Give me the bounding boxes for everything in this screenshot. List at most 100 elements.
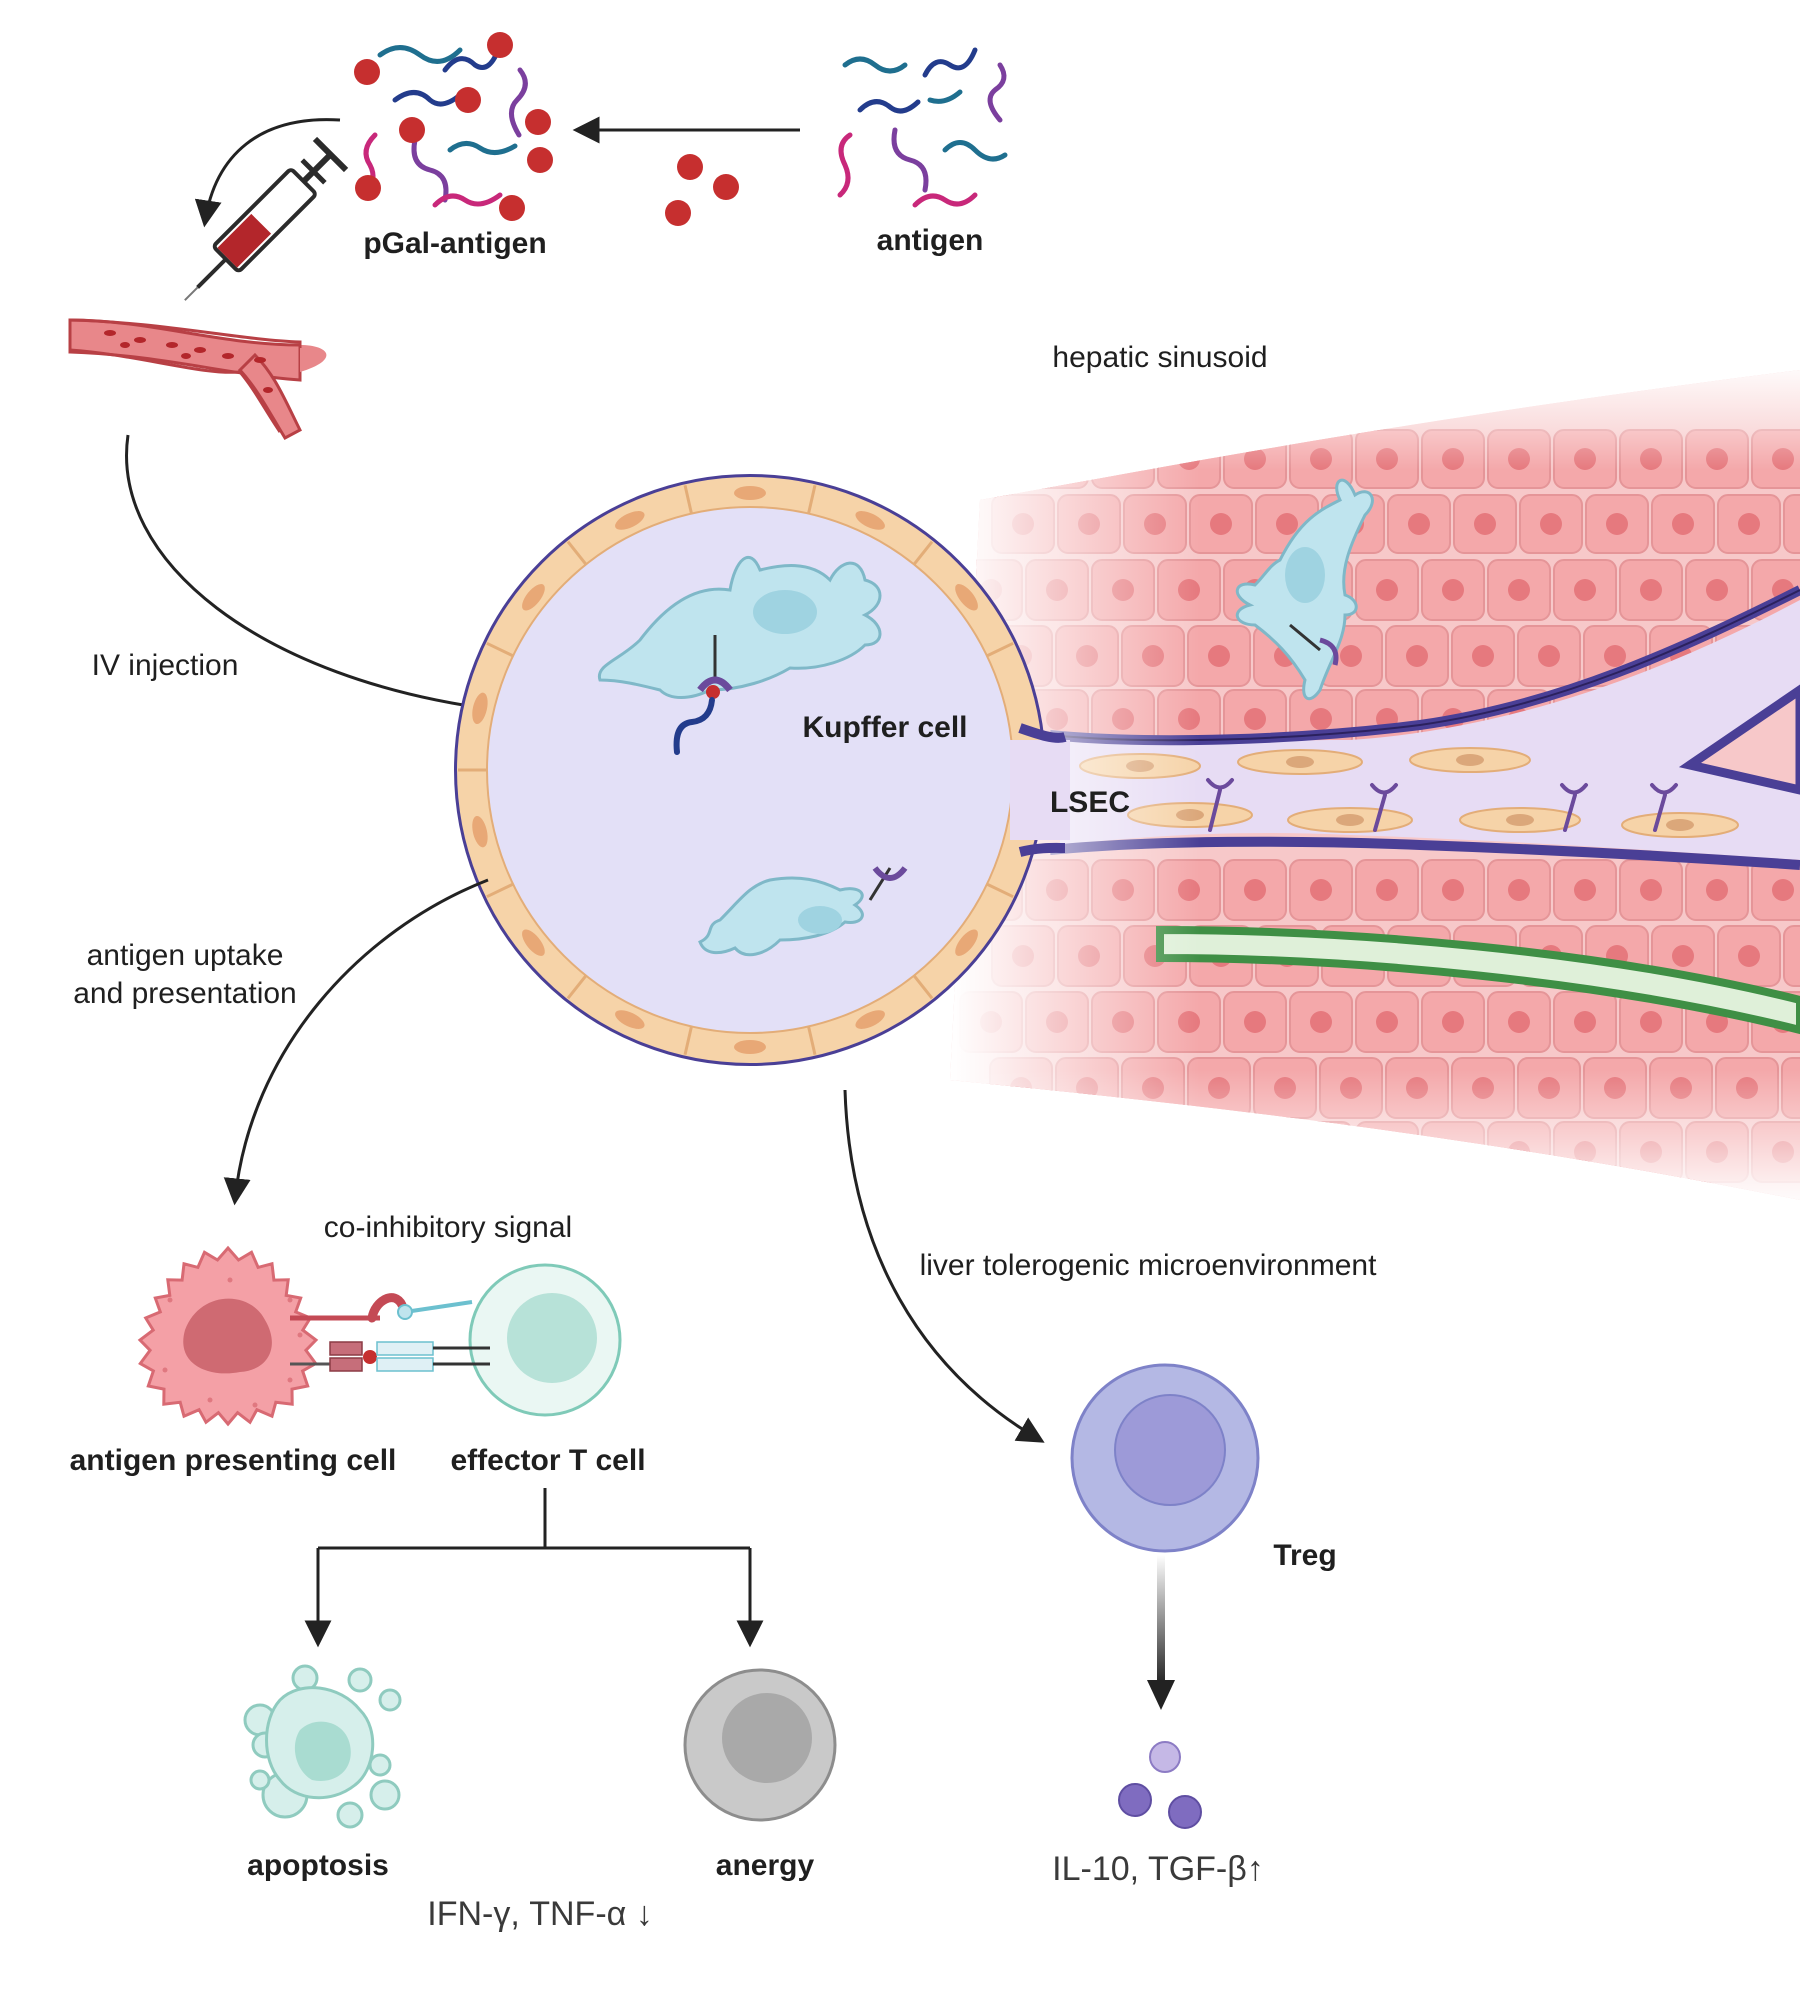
hepatic-sinusoid-label: hepatic sinusoid bbox=[1052, 341, 1267, 374]
hepatocyte bbox=[959, 1121, 1023, 1183]
endothelial-nucleus bbox=[734, 486, 766, 500]
endothelial-junction bbox=[566, 540, 588, 566]
antigen-label: antigen bbox=[877, 224, 984, 257]
hepatocyte-nucleus bbox=[1574, 579, 1596, 601]
endothelial-junction bbox=[807, 1026, 817, 1056]
endothelial-nucleus bbox=[472, 692, 488, 725]
hepatocyte bbox=[1091, 1121, 1155, 1183]
hepatocyte-nucleus bbox=[1442, 1011, 1464, 1033]
blood-vessel-icon bbox=[68, 318, 327, 440]
hepatocyte-nucleus bbox=[1244, 1141, 1266, 1163]
hepatocyte-nucleus bbox=[1112, 1141, 1134, 1163]
hepatocyte-nucleus bbox=[1376, 879, 1398, 901]
hepatocyte-nucleus bbox=[1606, 513, 1628, 535]
hepatocyte bbox=[1783, 494, 1800, 554]
hepatocyte-nucleus bbox=[1574, 1011, 1596, 1033]
endothelial-nucleus bbox=[855, 1010, 885, 1029]
endothelial-junction bbox=[986, 641, 1014, 658]
hepatocyte-nucleus bbox=[1738, 945, 1760, 967]
co-inhibitory-signal-label: co-inhibitory signal bbox=[324, 1211, 572, 1244]
antigen-uptake-label-line2: and presentation bbox=[73, 977, 297, 1010]
hepatocyte-nucleus bbox=[1376, 579, 1398, 601]
co-inhibitory-receptors bbox=[290, 1293, 490, 1372]
hepatocyte-nucleus bbox=[1046, 1141, 1068, 1163]
hepatocyte-nucleus bbox=[1772, 879, 1794, 901]
hepatocyte-nucleus bbox=[1442, 1141, 1464, 1163]
hepatocyte-nucleus bbox=[1472, 645, 1494, 667]
antigen-presenting-cell-label: antigen presenting cell bbox=[70, 1444, 397, 1477]
hepatocyte-nucleus bbox=[1640, 579, 1662, 601]
hepatocyte-nucleus bbox=[1208, 645, 1230, 667]
hepatocyte bbox=[1289, 1121, 1353, 1183]
kupffer-cell-upper bbox=[597, 555, 882, 755]
arrow-treg-to-cytokines bbox=[1157, 1555, 1165, 1685]
hepatocyte-nucleus bbox=[1706, 879, 1728, 901]
endothelial-nucleus bbox=[472, 815, 488, 848]
hepatocyte bbox=[1223, 1121, 1287, 1183]
endothelial-nucleus bbox=[955, 584, 978, 611]
effector-t-cell-label: effector T cell bbox=[450, 1444, 645, 1477]
anergic-t-cell-icon bbox=[683, 1668, 837, 1822]
hepatocyte-nucleus bbox=[1178, 1141, 1200, 1163]
endothelial-junction bbox=[566, 974, 588, 1000]
pgal-antigen-group bbox=[354, 32, 553, 221]
hepatocyte-nucleus bbox=[1210, 513, 1232, 535]
endothelial-junction bbox=[486, 641, 514, 658]
hepatocyte bbox=[1783, 925, 1800, 987]
hepatocyte-nucleus bbox=[1340, 645, 1362, 667]
iv-injection-label: IV injection bbox=[92, 649, 239, 682]
hepatocyte-nucleus bbox=[1310, 879, 1332, 901]
hepatocyte bbox=[959, 429, 1023, 489]
hepatocyte-nucleus bbox=[1310, 1141, 1332, 1163]
endothelial-nucleus bbox=[734, 1040, 766, 1054]
hepatocyte-nucleus bbox=[1604, 645, 1626, 667]
arrow-iv-injection bbox=[125, 434, 503, 721]
liver-tolerogenic-label: liver tolerogenic microenvironment bbox=[920, 1249, 1378, 1282]
endothelial-junction bbox=[986, 882, 1014, 899]
hepatocyte-nucleus bbox=[1508, 879, 1530, 901]
pgal-antigen-label: pGal-antigen bbox=[363, 227, 546, 260]
hepatocyte-nucleus bbox=[1310, 708, 1332, 730]
endothelial-nucleus bbox=[615, 511, 645, 530]
hepatocyte-nucleus bbox=[1376, 1011, 1398, 1033]
hepatocyte-nucleus bbox=[1474, 513, 1496, 535]
hepatocyte bbox=[1157, 1121, 1221, 1183]
kupffer-cell-label: Kupffer cell bbox=[802, 711, 967, 744]
endothelial-junction bbox=[683, 1026, 693, 1056]
hepatocyte-nucleus bbox=[1376, 1141, 1398, 1163]
apoptosis-label: apoptosis bbox=[247, 1849, 389, 1882]
hepatocyte-nucleus bbox=[980, 448, 1002, 470]
syringe-icon bbox=[184, 136, 349, 301]
antigen-uptake-label-line1: antigen uptake bbox=[87, 939, 284, 972]
endothelial-nucleus bbox=[615, 1010, 645, 1029]
hepatocyte-nucleus bbox=[1574, 879, 1596, 901]
branch-arrows bbox=[304, 1488, 764, 1648]
arrow-pgal-to-syringe bbox=[194, 118, 341, 228]
hepatocyte-nucleus bbox=[1406, 645, 1428, 667]
hepatocyte-nucleus bbox=[1310, 1011, 1332, 1033]
hepatocyte-nucleus bbox=[1672, 513, 1694, 535]
endothelial-nucleus bbox=[522, 584, 545, 611]
endothelial-junction bbox=[486, 882, 514, 899]
endothelial-junction bbox=[912, 974, 934, 1000]
hepatocyte-nucleus bbox=[1540, 513, 1562, 535]
lsec-label: LSEC bbox=[1050, 786, 1130, 819]
cytokines-up-label: IL-10, TGF-β↑ bbox=[1052, 1850, 1264, 1888]
apoptotic-cell-icon bbox=[243, 1664, 402, 1829]
hepatocyte-nucleus bbox=[1508, 579, 1530, 601]
endothelial-junction bbox=[807, 484, 817, 514]
hepatocyte-nucleus bbox=[1244, 879, 1266, 901]
endothelial-nucleus bbox=[955, 929, 978, 956]
liver-tissue bbox=[950, 370, 1800, 1200]
cytokine-particles-icon bbox=[1118, 1741, 1202, 1829]
hepatocyte-nucleus bbox=[1672, 945, 1694, 967]
hepatocyte-nucleus bbox=[1244, 708, 1266, 730]
hepatocyte-nucleus bbox=[1738, 513, 1760, 535]
anergy-label: anergy bbox=[716, 1849, 815, 1882]
antigen-presenting-cell bbox=[137, 1245, 319, 1427]
hepatocyte-nucleus bbox=[1640, 1011, 1662, 1033]
arrow-antigen-uptake bbox=[223, 878, 489, 1206]
arrow-liver-tolerogenic bbox=[843, 1089, 1045, 1443]
effector-t-cell bbox=[468, 1263, 622, 1417]
